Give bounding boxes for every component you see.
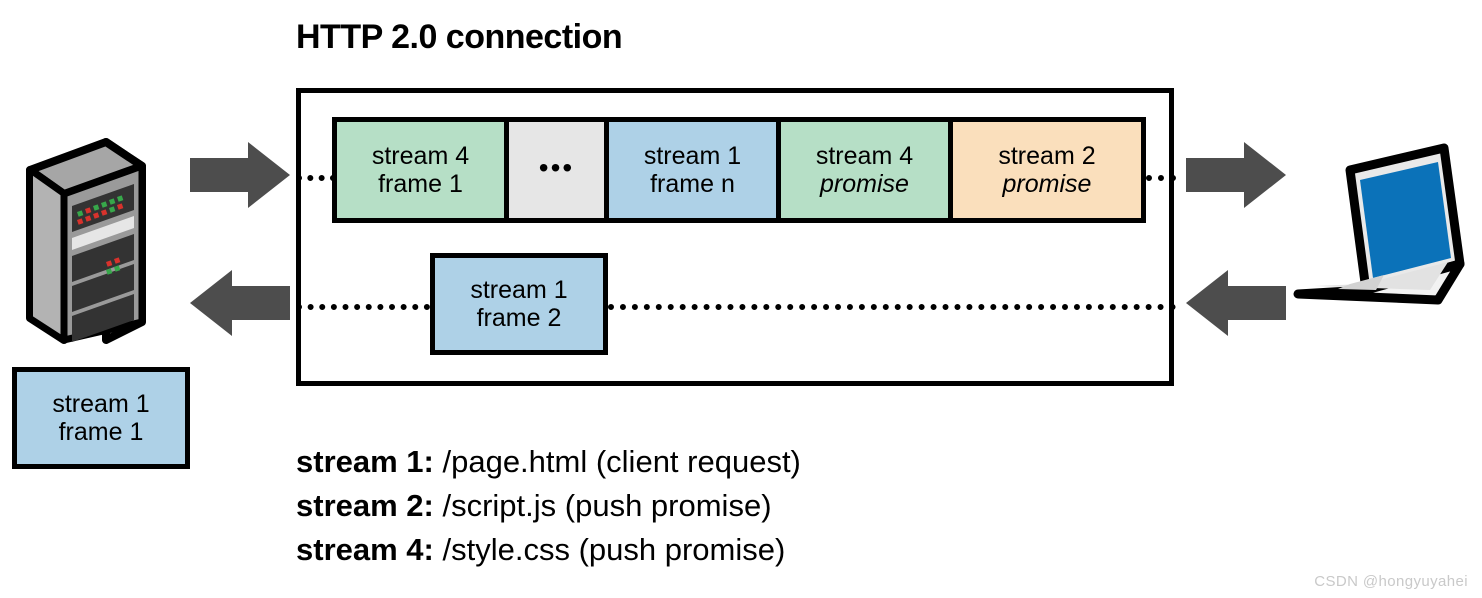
frame-box-line2: frame 1 xyxy=(58,418,144,446)
ellipsis-icon: ••• xyxy=(538,152,575,183)
frame-box-line1: stream 1 xyxy=(52,390,150,418)
legend-stream-name: stream 2 xyxy=(296,488,424,524)
dotted-line-outbound-right xyxy=(1134,175,1176,181)
dotted-line-outbound-left xyxy=(296,175,336,181)
legend-row: stream 4: /style.css (push promise) xyxy=(296,528,801,572)
legend-stream-detail: /page.html (client request) xyxy=(442,444,801,479)
frame-cell-line2: promise xyxy=(1002,170,1092,198)
frame-cell-line2: frame n xyxy=(650,170,735,198)
frame-cell-stream1-frame-n[interactable]: stream 1 frame n xyxy=(609,122,781,218)
multiplexed-frame-strip: stream 4 frame 1 ••• stream 1 frame n st… xyxy=(332,117,1146,223)
frame-cell-ellipsis[interactable]: ••• xyxy=(509,122,609,218)
arrow-left-icon-server-in xyxy=(190,270,290,341)
legend-stream-name: stream 4 xyxy=(296,532,424,568)
legend-colon: : xyxy=(423,444,434,479)
legend-colon: : xyxy=(423,532,434,568)
frame-cell-line1: stream 4 xyxy=(371,142,470,170)
frame-cell-line1: stream 1 xyxy=(643,142,742,170)
watermark: CSDN @hongyuyahei xyxy=(1314,573,1468,590)
arrow-right-icon-client-in xyxy=(1186,142,1286,213)
legend-row: stream 1: /page.html (client request) xyxy=(296,440,801,484)
frame-cell-line2: frame 1 xyxy=(378,170,463,198)
frame-box-line2: frame 2 xyxy=(476,304,562,332)
frame-box-stream1-frame2[interactable]: stream 1 frame 2 xyxy=(430,253,608,355)
frame-cell-line1: stream 2 xyxy=(998,142,1096,170)
arrow-right-icon-server-out xyxy=(190,142,290,213)
legend-stream-detail: /script.js (push promise) xyxy=(442,488,772,524)
frame-box-stream1-frame1-pending[interactable]: stream 1 frame 1 xyxy=(12,367,190,469)
legend-stream-detail: /style.css (push promise) xyxy=(442,532,786,568)
frame-cell-stream4-frame1[interactable]: stream 4 frame 1 xyxy=(337,122,509,218)
legend-stream-name: stream 1 xyxy=(296,444,424,479)
frame-cell-stream2-promise[interactable]: stream 2 promise xyxy=(953,122,1141,218)
dotted-line-inbound-left xyxy=(296,304,430,310)
dotted-line-inbound-right xyxy=(608,304,1176,310)
arrow-left-icon-client-out xyxy=(1186,270,1286,341)
frame-box-line1: stream 1 xyxy=(470,276,568,304)
frame-cell-stream4-promise[interactable]: stream 4 promise xyxy=(781,122,953,218)
laptop-icon xyxy=(1288,132,1470,319)
frame-cell-line2: promise xyxy=(820,170,909,198)
frame-cell-line1: stream 4 xyxy=(815,142,914,170)
legend-row: stream 2: /script.js (push promise) xyxy=(296,484,801,528)
stream-legend: stream 1: /page.html (client request) st… xyxy=(296,440,801,572)
legend-colon: : xyxy=(423,488,434,524)
page-title: HTTP 2.0 connection xyxy=(296,18,623,56)
server-icon xyxy=(18,132,150,355)
